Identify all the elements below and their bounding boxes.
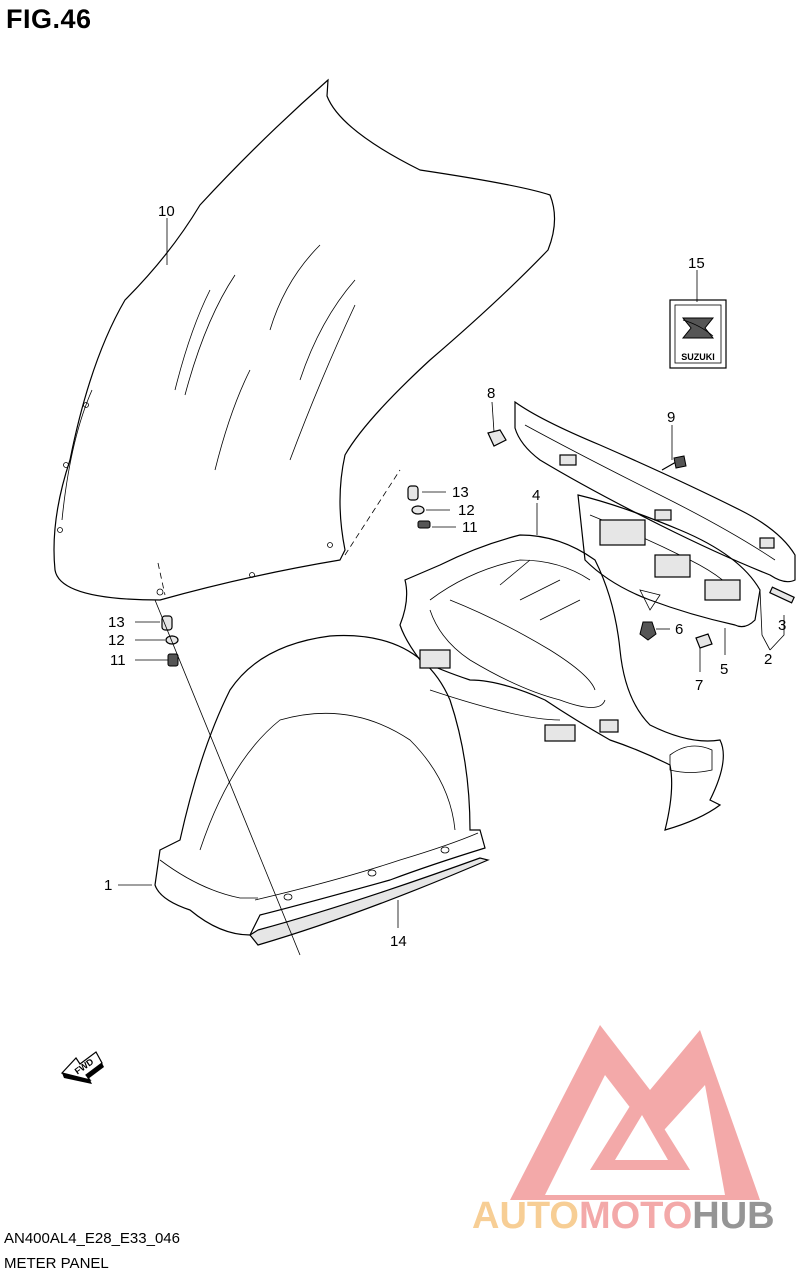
screw-part-11-lower <box>167 653 179 667</box>
callout-6: 6 <box>675 621 683 638</box>
screw-part-11-upper <box>417 520 431 529</box>
callout-12-upper: 12 <box>458 502 475 519</box>
grommet-part-13-lower <box>161 615 173 631</box>
figure-title: FIG.46 <box>6 4 92 34</box>
callout-14: 14 <box>390 933 407 950</box>
washer-part-12-lower <box>165 635 179 645</box>
clip-part-8 <box>487 429 507 447</box>
washer-part-12-upper <box>411 505 425 515</box>
callout-10: 10 <box>158 203 175 220</box>
trim-strip-part-14 <box>249 857 490 946</box>
callout-12-lower: 12 <box>108 632 125 649</box>
meter-cover-part-1 <box>154 634 486 936</box>
emblem-part-15: SUZUKI <box>669 299 727 369</box>
callout-15: 15 <box>688 255 705 272</box>
nut-part-7 <box>695 633 713 649</box>
screw-part-9 <box>661 455 687 471</box>
emblem-text: SUZUKI <box>681 352 715 362</box>
svg-text:AUTOMOTOHUB: AUTOMOTOHUB <box>472 1195 775 1237</box>
callout-3: 3 <box>778 617 786 634</box>
meter-panel-body-part-4 <box>399 534 724 831</box>
watermark-text-hub: HUB <box>692 1195 774 1237</box>
leader-lines <box>118 218 785 956</box>
watermark-text-moto: MOTO <box>579 1195 692 1237</box>
watermark-logo: AUTOMOTOHUB <box>472 1025 775 1237</box>
callout-8: 8 <box>487 385 495 402</box>
callout-1: 1 <box>104 877 112 894</box>
grommet-part-13-upper <box>407 485 419 501</box>
callout-4: 4 <box>532 487 540 504</box>
callout-13-lower: 13 <box>108 614 125 631</box>
rail-part-2 <box>514 400 796 583</box>
small-piece-part-3 <box>769 586 795 604</box>
callout-13-upper: 13 <box>452 484 469 501</box>
bracket-part-5 <box>577 494 761 628</box>
windscreen-part-10 <box>53 78 556 601</box>
callout-2: 2 <box>764 651 772 668</box>
figure-code: AN400AL4_E28_E33_046 <box>4 1230 180 1247</box>
callout-11-lower: 11 <box>110 652 126 669</box>
figure-name: METER PANEL <box>4 1255 109 1272</box>
watermark-text-auto: AUTO <box>472 1195 579 1237</box>
rivet-part-6 <box>639 621 657 641</box>
callout-11-upper: 11 <box>462 519 478 536</box>
callout-9: 9 <box>667 409 675 426</box>
callout-7: 7 <box>695 677 703 694</box>
callout-5: 5 <box>720 661 728 678</box>
fwd-arrow-icon: FWD <box>60 1051 104 1084</box>
